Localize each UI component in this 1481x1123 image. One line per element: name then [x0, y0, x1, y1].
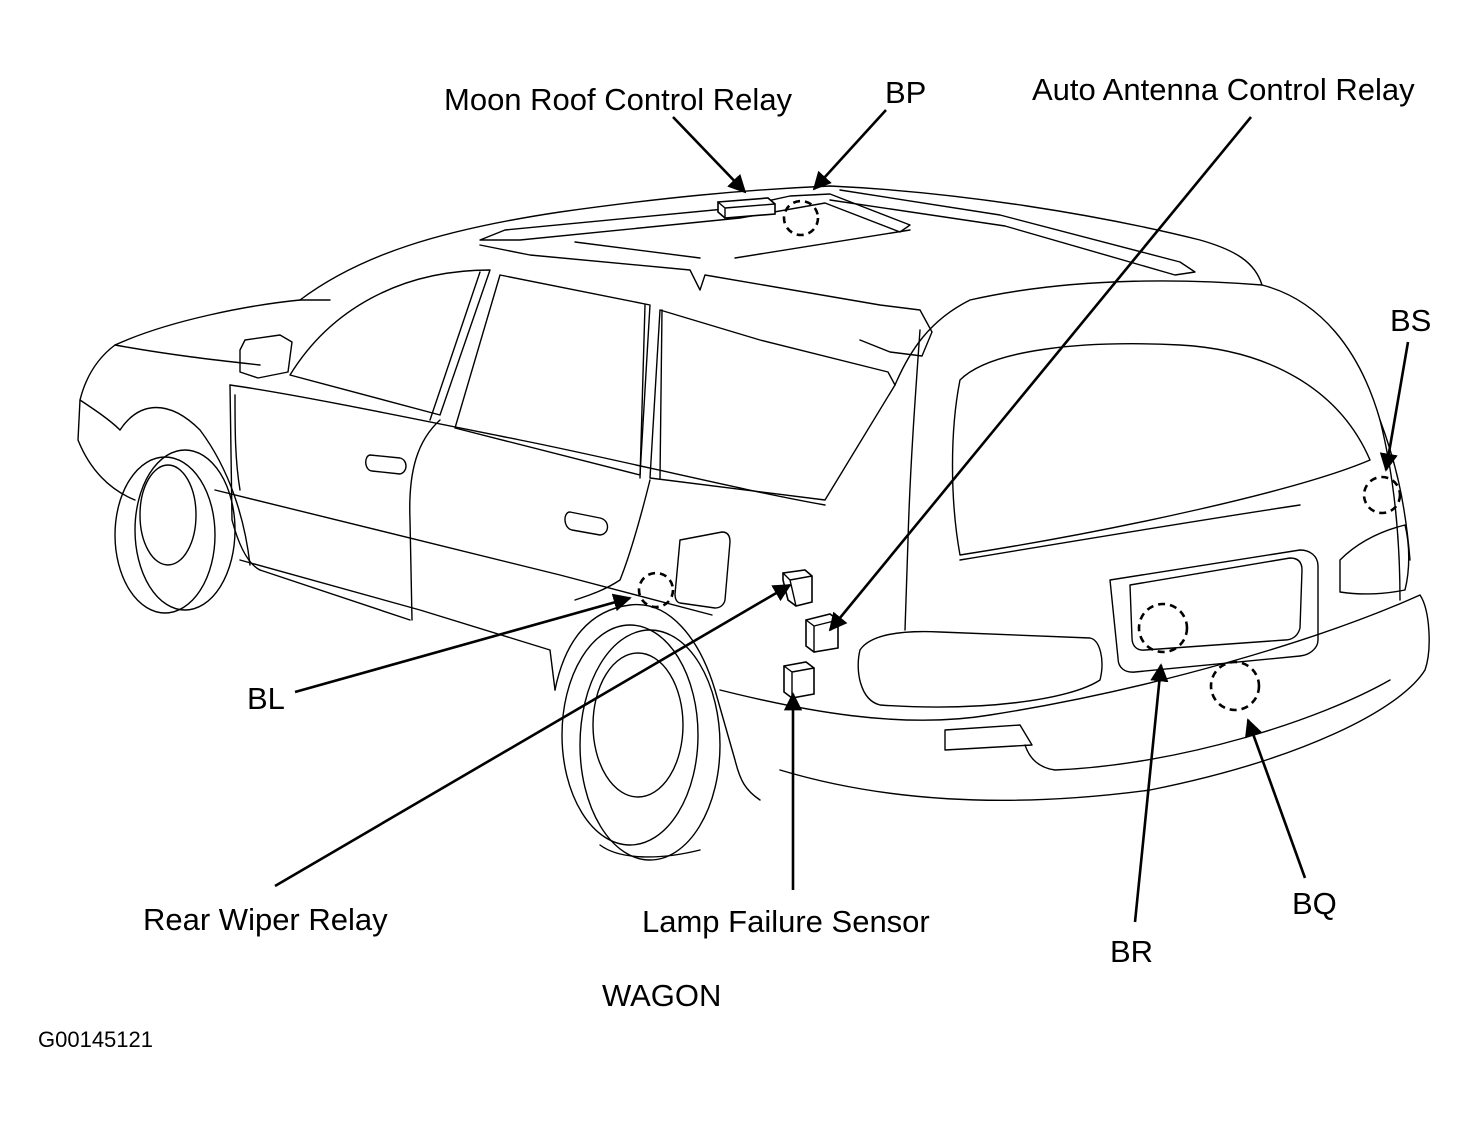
label-br: BR: [1110, 934, 1154, 969]
leader-bl: [294, 593, 632, 694]
label-bl: BL: [247, 681, 285, 716]
leader-moon-roof-relay: [672, 116, 747, 194]
leader-bp: [812, 109, 887, 191]
connector-bq-circle: [1209, 660, 1261, 712]
label-lamp-failure-sensor: Lamp Failure Sensor: [642, 904, 930, 939]
leader-auto-antenna-relay: [828, 116, 1253, 632]
label-moon-roof-control-relay: Moon Roof Control Relay: [444, 82, 793, 117]
leader-br: [1133, 663, 1169, 923]
label-auto-antenna-control-relay: Auto Antenna Control Relay: [1032, 72, 1415, 107]
connector-bl-circle: [637, 571, 675, 609]
connector-bp-circle: [782, 199, 820, 237]
auto-antenna-relay-shape: [805, 613, 839, 653]
leader-rear-wiper-relay: [274, 583, 792, 888]
label-bq: BQ: [1292, 886, 1337, 921]
moon-roof-relay-shape: [717, 197, 776, 219]
caption-wagon: WAGON: [602, 978, 722, 1013]
connector-bs-circle: [1362, 475, 1402, 515]
wagon-body: [77, 185, 1430, 861]
leader-bq: [1244, 718, 1307, 879]
connector-br-circle: [1137, 602, 1189, 654]
label-bp: BP: [885, 75, 927, 110]
leader-bs: [1379, 341, 1410, 472]
label-bs: BS: [1390, 303, 1432, 338]
label-rear-wiper-relay: Rear Wiper Relay: [143, 902, 388, 937]
lamp-failure-sensor-shape: [783, 661, 815, 699]
figure-id: G00145121: [38, 1027, 153, 1052]
